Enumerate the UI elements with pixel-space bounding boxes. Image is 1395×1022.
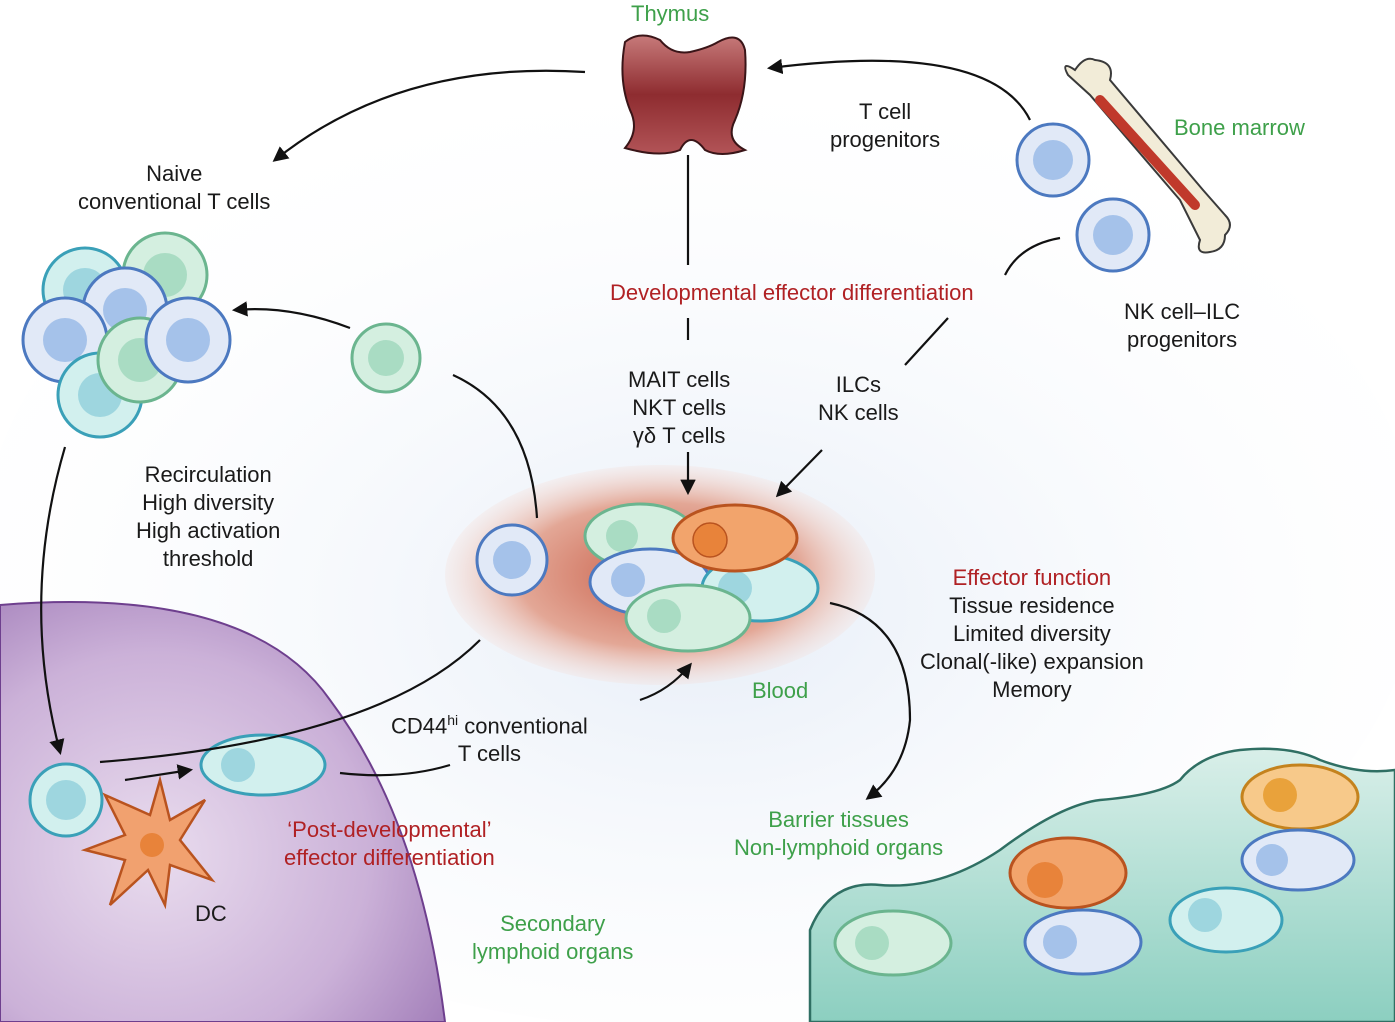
- secondary-lymphoid-label: Secondary lymphoid organs: [472, 910, 633, 966]
- trait-clonal-expansion: Clonal(-like) expansion: [920, 649, 1144, 674]
- mait-cells-text: MAIT cells: [628, 367, 731, 392]
- trait-tissue-residence: Tissue residence: [949, 593, 1115, 618]
- post-dev-line-1: ‘Post-developmental’: [287, 817, 492, 842]
- barrier-line-1: Barrier tissues: [768, 807, 909, 832]
- bone-icon: [1064, 57, 1231, 254]
- post-developmental-label: ‘Post-developmental’ effector differenti…: [284, 816, 495, 872]
- gamma-delta-t-cells-text: γδ T cells: [632, 423, 726, 448]
- pathway-arrows: [40, 58, 1061, 800]
- trait-threshold: threshold: [162, 546, 254, 571]
- naive-traits-label: Recirculation High diversity High activa…: [136, 461, 280, 573]
- cd44-superscript: hi: [447, 712, 459, 728]
- bone-marrow-progenitor-cell-2: [1075, 197, 1151, 273]
- post-dev-line-2: effector differentiation: [284, 845, 495, 870]
- developmental-differentiation-label: Developmental effector differentiation: [610, 280, 974, 305]
- effector-function-title: Effector function: [952, 565, 1112, 590]
- nk-ilc-line-2: progenitors: [1127, 327, 1238, 352]
- blood-effector-cell-cluster: [583, 502, 820, 653]
- bone-marrow-progenitor-cell-1: [1015, 122, 1091, 198]
- t-cell-progenitors-line-1: T cell: [858, 99, 912, 124]
- nk-cells-text: NK cells: [818, 400, 899, 425]
- barrier-tissues-label: Barrier tissues Non-lymphoid organs: [734, 806, 943, 862]
- cd44-line-2: T cells: [457, 741, 521, 767]
- thymus-organ-icon: [621, 34, 748, 155]
- thymus-label: Thymus: [631, 1, 710, 26]
- t-cell-progenitors-line-2: progenitors: [830, 127, 941, 152]
- t-cell-progenitors-label: T cell progenitors: [830, 98, 940, 154]
- secondary-line-2: lymphoid organs: [472, 939, 634, 964]
- secondary-line-1: Secondary: [500, 911, 606, 936]
- dc-contact-cell: [28, 762, 104, 838]
- trait-high-diversity: High diversity: [142, 490, 275, 515]
- cd44-rest-text: conventional: [458, 713, 588, 739]
- post-developmental-effector-cell: [199, 733, 327, 797]
- cd44hi-t-cells-label: CD44hi conventional T cells: [391, 706, 588, 768]
- effector-function-block: Effector function Tissue residence Limit…: [920, 564, 1144, 704]
- ilc-nk-label: ILCs NK cells: [818, 371, 899, 427]
- naive-t-cells-label: Naive conventional T cells: [78, 160, 270, 216]
- nkt-cells-text: NKT cells: [632, 395, 726, 420]
- naive-line-2: conventional T cells: [78, 189, 271, 214]
- trait-memory: Memory: [992, 677, 1072, 702]
- dc-label: DC: [195, 901, 227, 926]
- naive-line-1: Naive: [146, 161, 203, 186]
- tissue-effector-cells: [833, 763, 1360, 977]
- bone-marrow-label: Bone marrow: [1174, 115, 1305, 140]
- naive-t-cell-cluster: [21, 231, 232, 439]
- barrier-line-2: Non-lymphoid organs: [734, 835, 944, 860]
- trait-recirculation: Recirculation: [144, 462, 272, 487]
- dendritic-cell-nucleus: [140, 833, 164, 857]
- cd44-text: CD44: [391, 713, 448, 739]
- nk-ilc-progenitors-label: NK cell–ILC progenitors: [1124, 298, 1240, 354]
- trait-limited-diversity: Limited diversity: [953, 621, 1111, 646]
- nk-ilc-line-1: NK cell–ILC: [1124, 299, 1241, 324]
- mint-t-cell: [350, 322, 422, 394]
- trait-high-activation: High activation: [136, 518, 281, 543]
- secondary-lymphoid-organ-shape: [0, 601, 447, 1022]
- blood-label: Blood: [752, 678, 809, 703]
- ilcs-text: ILCs: [835, 372, 881, 397]
- blood-blue-cell: [475, 523, 549, 597]
- innate-like-t-cells-label: MAIT cells NKT cells γδ T cells: [628, 366, 730, 450]
